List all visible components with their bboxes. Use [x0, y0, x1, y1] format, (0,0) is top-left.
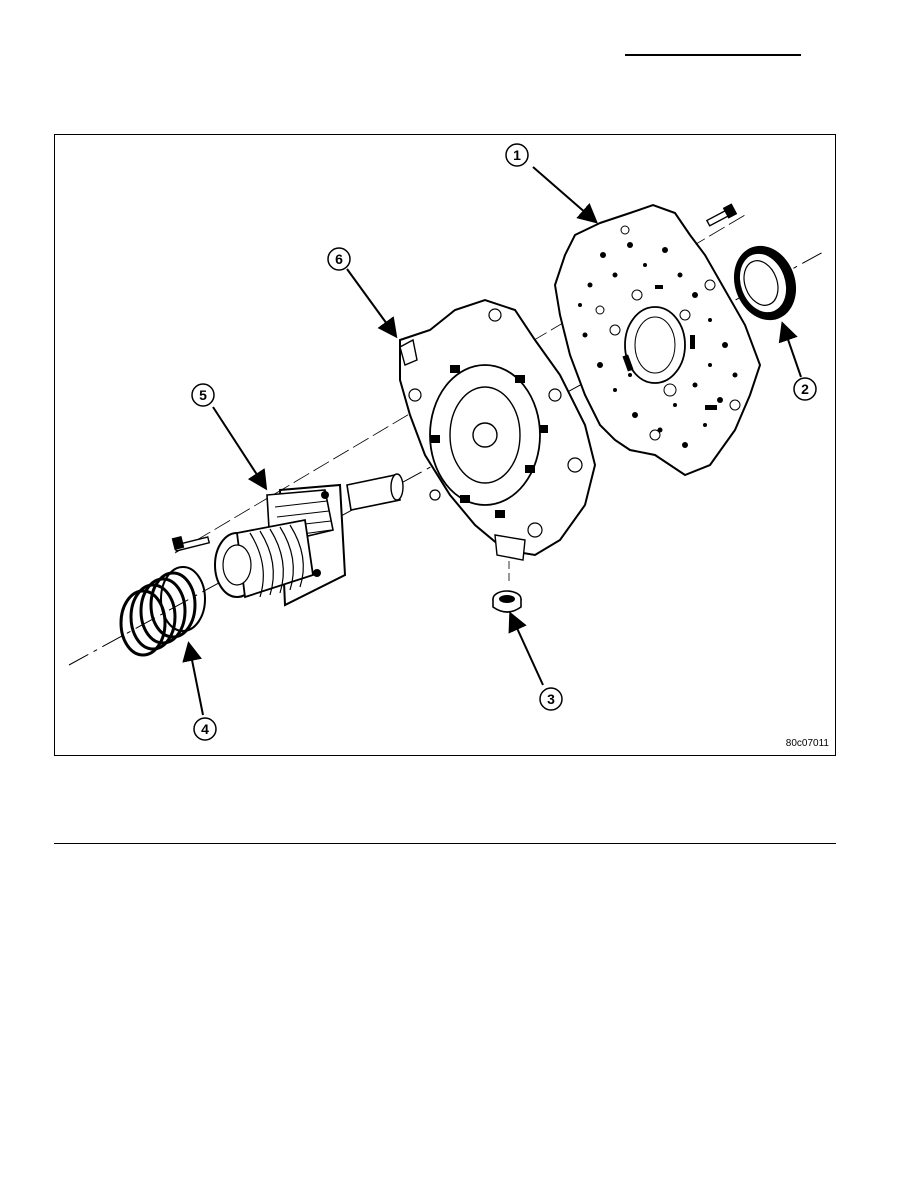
leader-arrow-2	[778, 321, 802, 378]
header-rule	[625, 54, 801, 56]
leader-arrow-6	[346, 268, 398, 339]
seal-rings	[119, 566, 206, 657]
bolt-upper	[705, 203, 738, 227]
callout-4: 4	[193, 717, 217, 741]
section-rule	[54, 843, 836, 844]
leader-arrow-1	[532, 166, 599, 224]
callout-1: 1	[505, 143, 529, 167]
callout-6: 6	[327, 247, 351, 271]
leader-arrow-5	[212, 406, 268, 491]
pump-body	[399, 298, 597, 561]
plug	[492, 590, 522, 613]
svg-text:6: 6	[335, 251, 343, 267]
svg-text:3: 3	[547, 691, 555, 707]
figure-frame: 1 2 3 4 5 6 80c07011	[54, 134, 836, 756]
svg-text:4: 4	[201, 721, 209, 737]
leader-arrow-3	[508, 611, 544, 686]
valve-body-plate	[553, 203, 762, 477]
seal-ring	[733, 245, 797, 321]
svg-text:5: 5	[199, 387, 207, 403]
bolt-lower	[171, 535, 211, 552]
svg-text:2: 2	[801, 381, 809, 397]
callout-2: 2	[793, 377, 817, 401]
figure-id-code: 80c07011	[785, 738, 829, 749]
callout-3: 3	[539, 687, 563, 711]
exploded-view-illustration: 1 2 3 4 5 6	[68, 143, 826, 741]
callout-5: 5	[191, 383, 215, 407]
leader-arrow-4	[182, 641, 204, 716]
svg-text:1: 1	[513, 147, 521, 163]
reaction-shaft	[214, 473, 404, 607]
